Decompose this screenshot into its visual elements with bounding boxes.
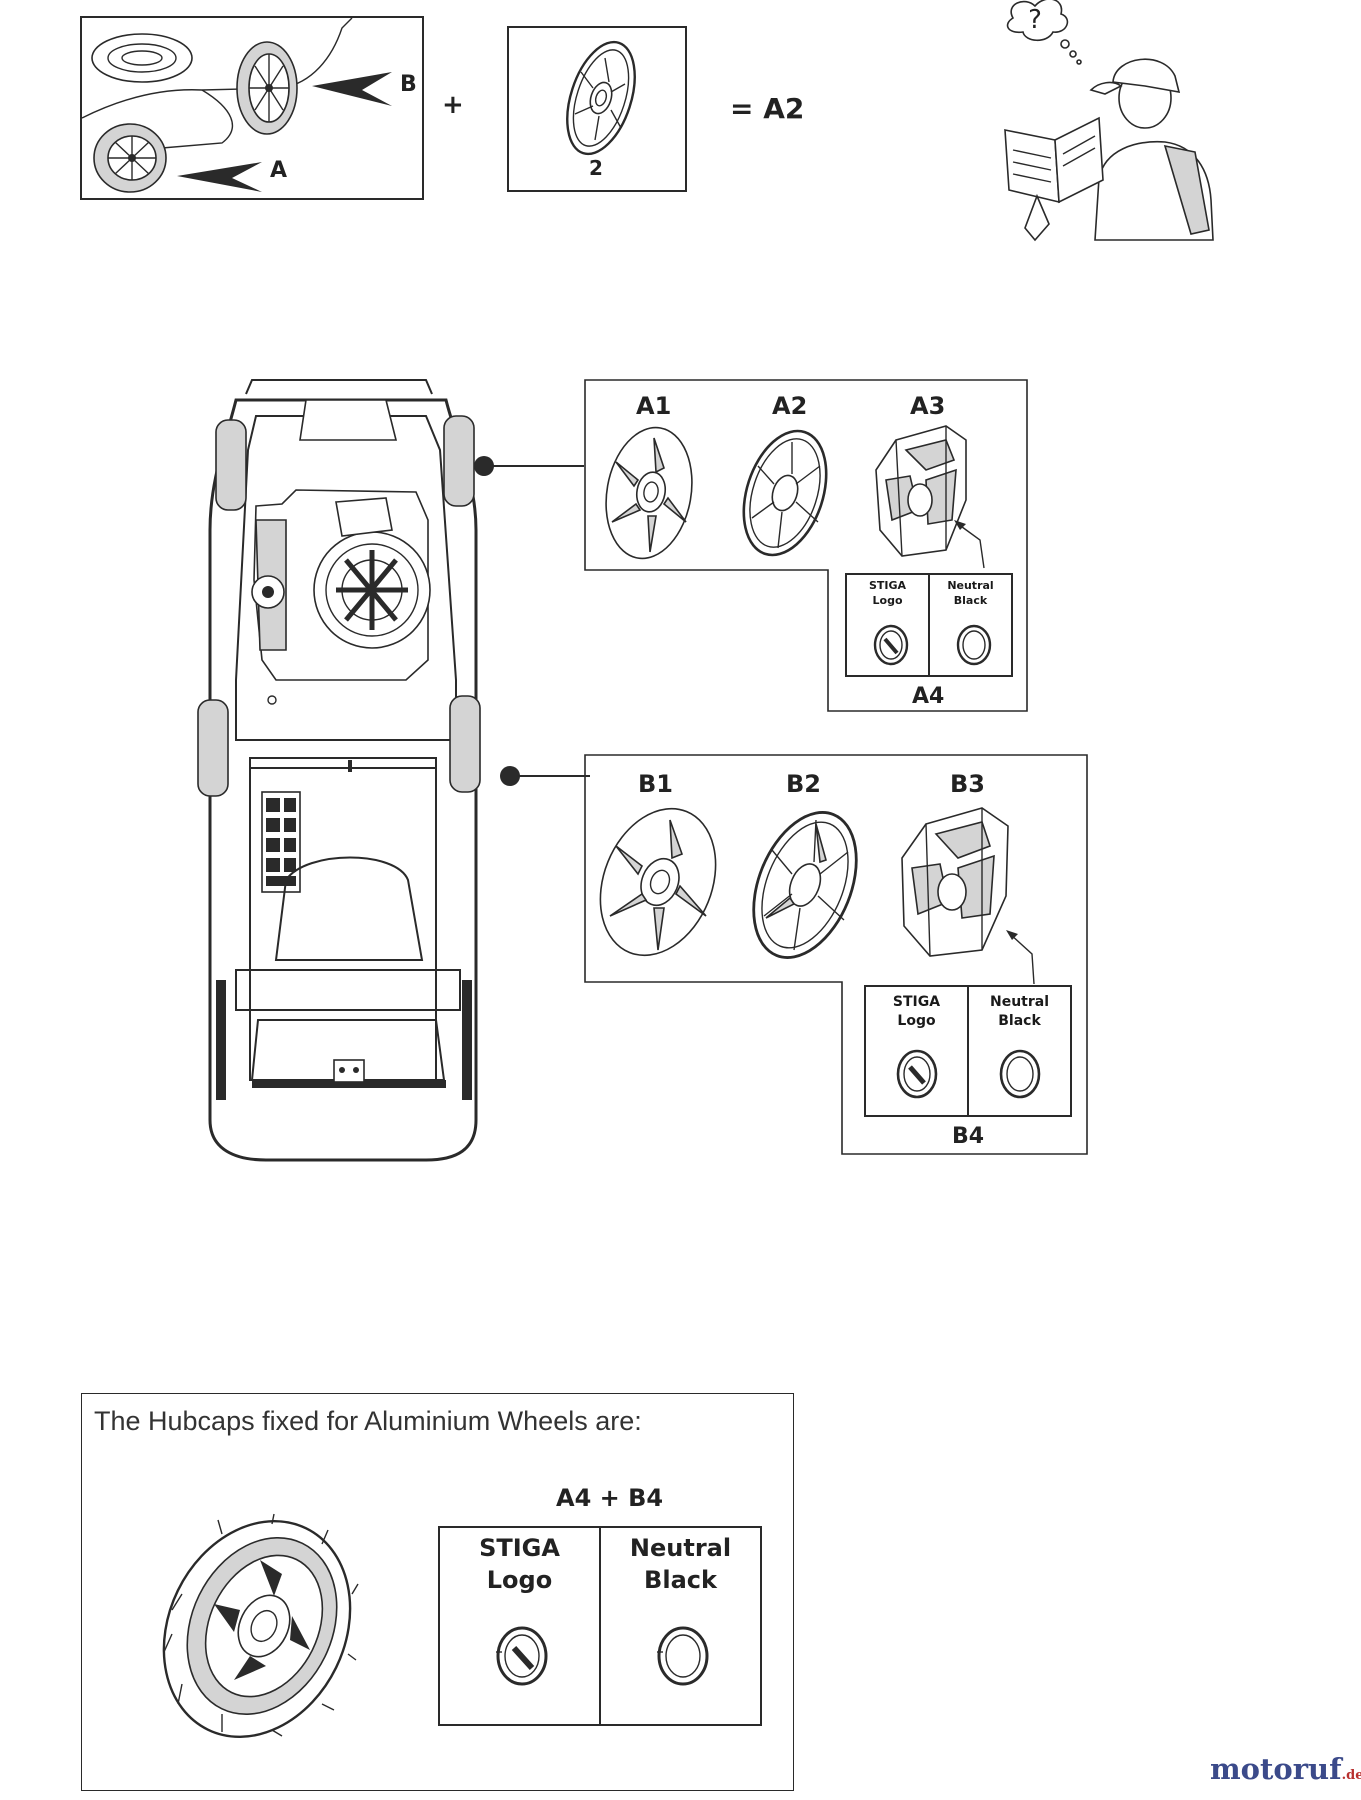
a4-stiga-logo-cell: STIGA Logo — [847, 575, 930, 675]
aluminium-title: The Hubcaps fixed for Aluminium Wheels a… — [94, 1406, 642, 1436]
plus-sign: + — [442, 90, 464, 120]
hubcap-b2-label: B2 — [786, 770, 821, 798]
arrow-to-b — [312, 72, 392, 106]
warning-decal — [261, 791, 301, 893]
hubcap-a2-label: A2 — [772, 392, 808, 420]
hubcap-a2-illustration — [566, 40, 636, 156]
b4-option-box: STIGA Logo Neutral Black — [864, 985, 1072, 1117]
hubcap-b1-illustration — [599, 807, 717, 957]
neutral-black-hubcap-icon — [999, 1049, 1041, 1099]
rear-hubcap-group-frame — [584, 754, 1088, 1155]
a4-neutral-black-label: Neutral Black — [947, 579, 994, 607]
aluminium-neutral-black-cell: Neutral Black — [601, 1528, 760, 1724]
hubcap-a1-label: A1 — [636, 392, 672, 420]
wheel-b — [236, 41, 298, 135]
hubcap-b2-illustration — [752, 811, 858, 959]
hubcap-b3-label: B3 — [950, 770, 985, 798]
hubcap-a3-illustration — [875, 425, 967, 557]
stiga-logo-hubcap-icon — [873, 624, 909, 666]
hubcap-b1-label: B1 — [638, 770, 673, 798]
hubcap-a2-small-illustration — [742, 429, 828, 557]
a4-option-box: STIGA Logo Neutral Black — [845, 573, 1013, 677]
neutral-black-hubcap-icon — [956, 624, 992, 666]
b4-neutral-black-label: Neutral Black — [989, 994, 1050, 1029]
motoruf-watermark: motoruf.de — [1210, 1752, 1361, 1786]
part-number: 2 — [589, 156, 603, 180]
label-b: B — [400, 72, 417, 97]
a4-stiga-logo-label: STIGA Logo — [868, 579, 907, 607]
aluminium-wheels-box: The Hubcaps fixed for Aluminium Wheels a… — [81, 1393, 794, 1791]
wheel-a — [93, 123, 167, 193]
b4-neutral-black-cell: Neutral Black — [969, 987, 1070, 1115]
aluminium-option-box: STIGA Logo Neutral Black — [438, 1526, 762, 1726]
arrow-to-b4 — [1006, 930, 1035, 985]
hubcap-a3-label: A3 — [910, 392, 946, 420]
aluminium-combo-label: A4 + B4 — [556, 1484, 664, 1512]
aluminium-wheel-illustration — [162, 1513, 359, 1739]
watermark-main: motoruf — [1210, 1752, 1342, 1786]
arrow-to-a4 — [954, 520, 985, 569]
stiga-logo-hubcap-icon — [496, 1626, 548, 1686]
question-mark-icon: ? — [1028, 5, 1042, 35]
front-hubcap-group-frame — [584, 379, 1028, 712]
hubcap-a1-illustration — [605, 426, 693, 560]
front-left-wheel — [215, 419, 247, 511]
rear-right-wheel — [449, 695, 481, 793]
mower-rear-illustration — [81, 17, 392, 193]
mower-top-view — [197, 379, 481, 1162]
stiga-logo-hubcap-icon — [896, 1049, 938, 1099]
hubcap-b3-illustration — [901, 807, 1009, 957]
reading-person-illustration: ? — [1004, 0, 1214, 242]
engine-illustration — [251, 489, 431, 681]
b4-stiga-logo-cell: STIGA Logo — [866, 987, 969, 1115]
connector-rear — [500, 766, 590, 786]
connector-front — [474, 456, 584, 476]
b4-label: B4 — [952, 1124, 985, 1149]
a4-label: A4 — [912, 684, 945, 709]
wheels-illustration-box: B A — [80, 16, 424, 200]
hubcap-part-box: 2 — [507, 26, 687, 192]
neutral-black-hubcap-icon — [657, 1626, 709, 1686]
aluminium-stiga-logo-cell: STIGA Logo — [440, 1528, 601, 1724]
watermark-suffix: .de — [1341, 1768, 1361, 1783]
a4-neutral-black-cell: Neutral Black — [930, 575, 1011, 675]
rear-left-wheel — [197, 699, 229, 797]
arrow-to-a — [177, 162, 262, 192]
b4-stiga-logo-label: STIGA Logo — [892, 994, 941, 1029]
equals-result: = A2 — [730, 92, 805, 125]
front-right-wheel — [443, 415, 475, 507]
aluminium-stiga-logo-label: STIGA Logo — [479, 1534, 560, 1594]
aluminium-neutral-black-label: Neutral Black — [629, 1534, 732, 1594]
label-a: A — [270, 158, 288, 183]
